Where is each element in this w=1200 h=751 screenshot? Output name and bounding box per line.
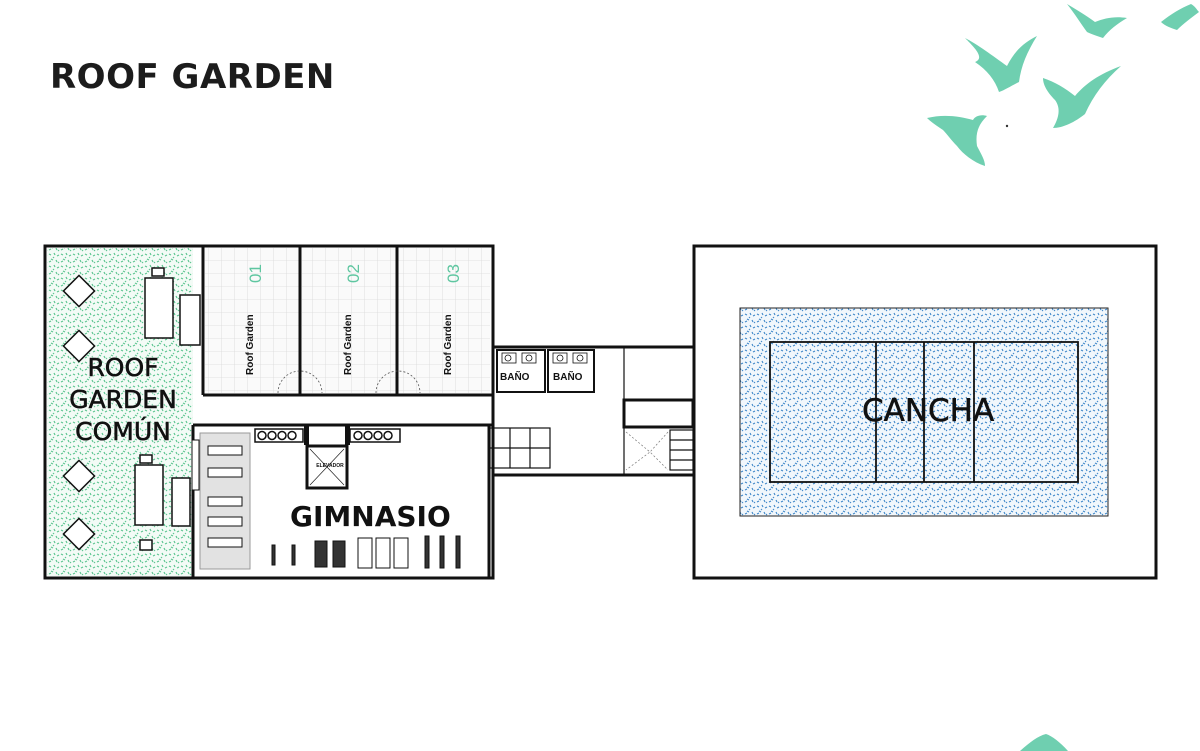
bird-silhouette-icon	[1067, 4, 1127, 38]
common-garden-label-line: COMÚN	[75, 417, 171, 447]
bird-silhouette-icon	[1020, 734, 1068, 751]
private-garden-number: 01	[246, 264, 265, 283]
bathroom-label: BAÑO	[553, 372, 583, 383]
bird-silhouette-icon	[1043, 66, 1121, 128]
court-label: CANCHA	[862, 393, 995, 430]
gym-label: GIMNASIO	[290, 500, 451, 533]
elevator-label: ELEVADOR	[316, 463, 344, 469]
bathroom-label: BAÑO	[500, 372, 530, 383]
bird-silhouette-icon	[1161, 4, 1199, 30]
bird-silhouette-icon	[927, 115, 987, 166]
table-set	[62, 274, 96, 551]
common-garden-label-line: GARDEN	[69, 385, 177, 415]
common-garden-label-line: ROOF	[87, 353, 159, 383]
private-garden-number: 03	[444, 264, 463, 283]
bathroom-2	[547, 349, 595, 393]
bathroom-1	[496, 349, 546, 393]
private-garden-2	[302, 248, 396, 393]
bird-silhouette-icon	[965, 36, 1037, 92]
private-garden-1	[205, 248, 300, 393]
private-garden-number: 02	[344, 264, 363, 283]
private-garden-label: Roof Garden	[443, 314, 454, 375]
common-garden-label: ROOF GARDEN COMÚN	[48, 352, 198, 448]
private-garden-label: Roof Garden	[245, 314, 256, 375]
page-title: ROOF GARDEN	[50, 57, 335, 97]
private-garden-label: Roof Garden	[343, 314, 354, 375]
private-garden-3	[398, 248, 490, 393]
birds-decoration-icon	[927, 4, 1199, 166]
